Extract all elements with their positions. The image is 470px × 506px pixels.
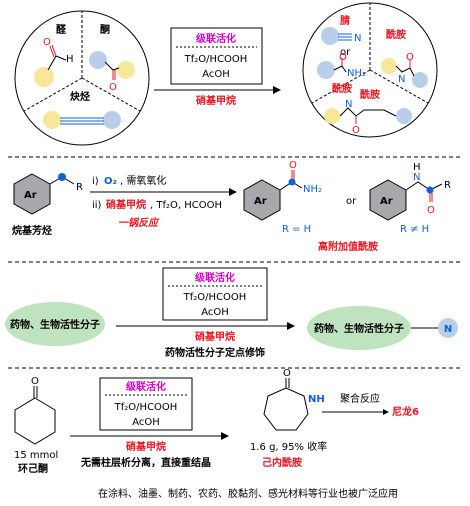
drug-left-label: 药物、生物活性分子: [10, 318, 100, 331]
step2-nitromethane: 硝基甲烷: [106, 198, 146, 211]
drug-molecule-left: [5, 302, 105, 346]
blue-group-marker: [89, 51, 107, 69]
aldehyde-oxygen: O: [43, 37, 51, 48]
box1-reagent1: Tf₂O/HCOOH: [184, 54, 248, 65]
value-amide-label: 高附加值酰胺: [318, 240, 378, 253]
product2-r-neq-h: R ≠ H: [400, 224, 429, 235]
one-pot-label: 一锅反应: [118, 217, 160, 229]
product-amide3-label: 酰胺: [360, 88, 380, 101]
arene-r-1: R: [76, 182, 83, 193]
aldehyde-structure: [34, 44, 67, 87]
product1-r-eq-h: R = H: [282, 224, 311, 235]
polymerization-label: 聚合反应: [340, 392, 380, 405]
amide1-nh2: NH₂: [347, 68, 366, 79]
section4-note: 无需柱层析分离，直接重结晶: [80, 456, 211, 469]
lactam-oxygen: O: [283, 368, 291, 379]
ketone-structure: [89, 51, 135, 80]
lactam-yield: 1.6 g, 95% 收率: [250, 440, 327, 453]
nitrile-structure: [321, 27, 352, 45]
primary-amide-structure: [317, 58, 347, 79]
reagent-box-3: [162, 267, 268, 321]
product1-nh2: NH₂: [303, 184, 322, 195]
yellow-group-marker: [117, 61, 135, 79]
product2-oxygen: O: [427, 205, 435, 216]
product-or: or: [340, 47, 351, 58]
label-alkyne: 炔烃: [70, 90, 90, 103]
product-nitrile-label: 腈: [340, 14, 350, 27]
cyclohexanone-oxygen: O: [31, 376, 39, 387]
yellow-group-marker: [34, 67, 54, 87]
product-amide1-label: 酰胺: [332, 82, 352, 95]
box4-reagent2: AcOH: [132, 417, 160, 428]
box4-title: 级联活化: [125, 380, 166, 393]
nylon6-label: 尼龙6: [392, 405, 419, 418]
section3-nitrogen: N: [444, 324, 452, 335]
secondary-amide-structure-2: [324, 107, 412, 124]
nitrile-nitrogen: N: [354, 33, 361, 44]
arene-ar-3: Ar: [380, 196, 393, 207]
step2-text: , Tf₂O, HCOOH: [150, 200, 222, 211]
box3-reagent1: Tf₂O/HCOOH: [183, 292, 247, 303]
box1-title: 级联活化: [195, 32, 236, 45]
section4-nitromethane: 硝基甲烷: [126, 440, 166, 453]
section2-or: or: [346, 196, 357, 207]
cyclohexanone-amount: 15 mmol: [14, 450, 58, 461]
label-aldehyde: 醛: [56, 23, 67, 36]
product-amide2-label: 酰胺: [386, 28, 406, 41]
product2-nitrogen: N: [413, 172, 420, 183]
amide1-oxygen: O: [339, 52, 347, 63]
box3-title: 级联活化: [194, 271, 235, 284]
section1-substrates-circle: [14, 10, 150, 146]
application-footer: 在涂料、油墨、制药、农药、胶黏剂、感光材料等行业也被广泛应用: [98, 487, 398, 500]
amide3-nitrogen: N: [345, 99, 352, 110]
amide2-nitrogen: N: [398, 74, 405, 85]
arene-ar-1: Ar: [24, 190, 37, 201]
nitrogen-tag: [438, 318, 458, 338]
amide2-oxygen: O: [406, 52, 414, 63]
drug-molecule-right: [307, 306, 411, 350]
alkylarene-label: 烷基芳烃: [12, 224, 52, 237]
amide3-oxygen: O: [352, 125, 360, 136]
aldehyde-hydrogen: H: [66, 54, 74, 65]
cyclohexanone-structure: [14, 386, 56, 445]
step1-text: , 需氧氧化: [120, 174, 166, 187]
label-ketone: 酮: [100, 24, 110, 36]
arene-ar-2: Ar: [254, 196, 267, 207]
box3-reagent2: AcOH: [201, 307, 229, 318]
product2-r: R: [444, 180, 451, 191]
step1-o2: O₂: [104, 176, 117, 187]
benzamide-structure: [243, 170, 303, 221]
product2-hydrogen: H: [413, 162, 421, 173]
cyclohexanone-label: 环己酮: [18, 463, 48, 475]
reagent-box-1: [170, 27, 263, 85]
ketone-oxygen: O: [109, 82, 117, 93]
box4-reagent1: Tf₂O/HCOOH: [114, 402, 178, 413]
reagent-box-4: [99, 377, 193, 431]
alkylarene-structure: [13, 173, 75, 215]
n-aryl-amide-structure: [369, 179, 443, 221]
box1-reagent2: AcOH: [202, 69, 230, 80]
lactam-nh: NH: [308, 394, 325, 405]
drug-right-label: 药物、生物活性分子: [314, 322, 404, 335]
alkyne-structure: [43, 111, 121, 129]
caprolactam-label: 己内酰胺: [262, 456, 302, 469]
caprolactam-structure: [263, 378, 309, 431]
step1-number: i): [92, 176, 99, 187]
section3-nitromethane: 硝基甲烷: [195, 330, 235, 343]
arrow1-label: 硝基甲烷: [196, 94, 236, 107]
step2-number: ii): [92, 200, 102, 211]
secondary-amide-structure-1: [381, 58, 428, 88]
product1-oxygen: O: [289, 160, 297, 171]
section3-subtitle: 药物活性分子定点修饰: [165, 346, 265, 359]
